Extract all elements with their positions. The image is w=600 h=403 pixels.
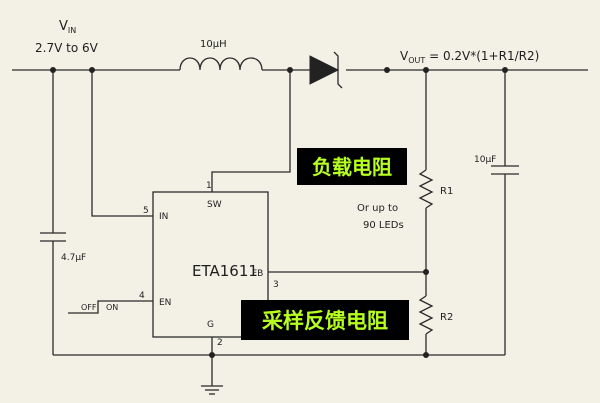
sense-resistor-callout: 采样反馈电阻	[241, 300, 409, 340]
ground-wires	[201, 337, 223, 395]
ic-name: ETA1611	[192, 262, 258, 280]
vin-range: 2.7V to 6V	[35, 41, 99, 55]
pin-sw-name: SW	[207, 200, 222, 210]
output-capacitor	[491, 70, 519, 355]
inductor-value: 10µH	[200, 39, 227, 50]
junction-dots	[50, 67, 508, 358]
pin-en-number: 4	[139, 291, 145, 301]
output-cap-value: 10µF	[474, 155, 496, 165]
input-capacitor	[40, 70, 66, 355]
input-cap-value: 4.7µF	[61, 253, 86, 263]
enable-switch-symbol	[68, 300, 118, 314]
sense-resistor-text: 采样反馈电阻	[262, 309, 388, 333]
switch-on-label: ON	[106, 303, 118, 312]
pin-fb-name: FB	[252, 269, 263, 279]
schottky-diode	[309, 51, 343, 89]
pin-in-name: IN	[159, 212, 168, 222]
load-resistor-callout: 负载电阻	[297, 148, 407, 185]
resistor-r2	[418, 295, 434, 335]
ic-body	[152, 191, 269, 338]
inductor	[179, 57, 263, 71]
r1-label: R1	[440, 186, 453, 197]
led-note-line1: Or up to	[357, 203, 398, 214]
pin-sw-number: 1	[206, 181, 212, 191]
vout-label: VOUT = 0.2V*(1+R1/R2)	[400, 49, 539, 65]
vin-label: VIN	[59, 19, 76, 35]
load-resistor-text: 负载电阻	[312, 155, 392, 179]
resistor-r1	[418, 169, 434, 209]
pin-g-name: G	[207, 320, 214, 330]
resistor-chain	[418, 70, 434, 355]
pin-in-number: 5	[143, 206, 149, 216]
r2-label: R2	[440, 312, 453, 323]
led-note-line2: 90 LEDs	[363, 220, 404, 231]
sw-pin-wire	[211, 70, 291, 192]
pin-fb-number: 3	[273, 280, 279, 290]
pin-g-number: 2	[217, 338, 223, 348]
switch-off-label: OFF	[81, 303, 97, 312]
vin-to-in-wire	[91, 70, 153, 217]
pin-en-name: EN	[159, 298, 171, 308]
